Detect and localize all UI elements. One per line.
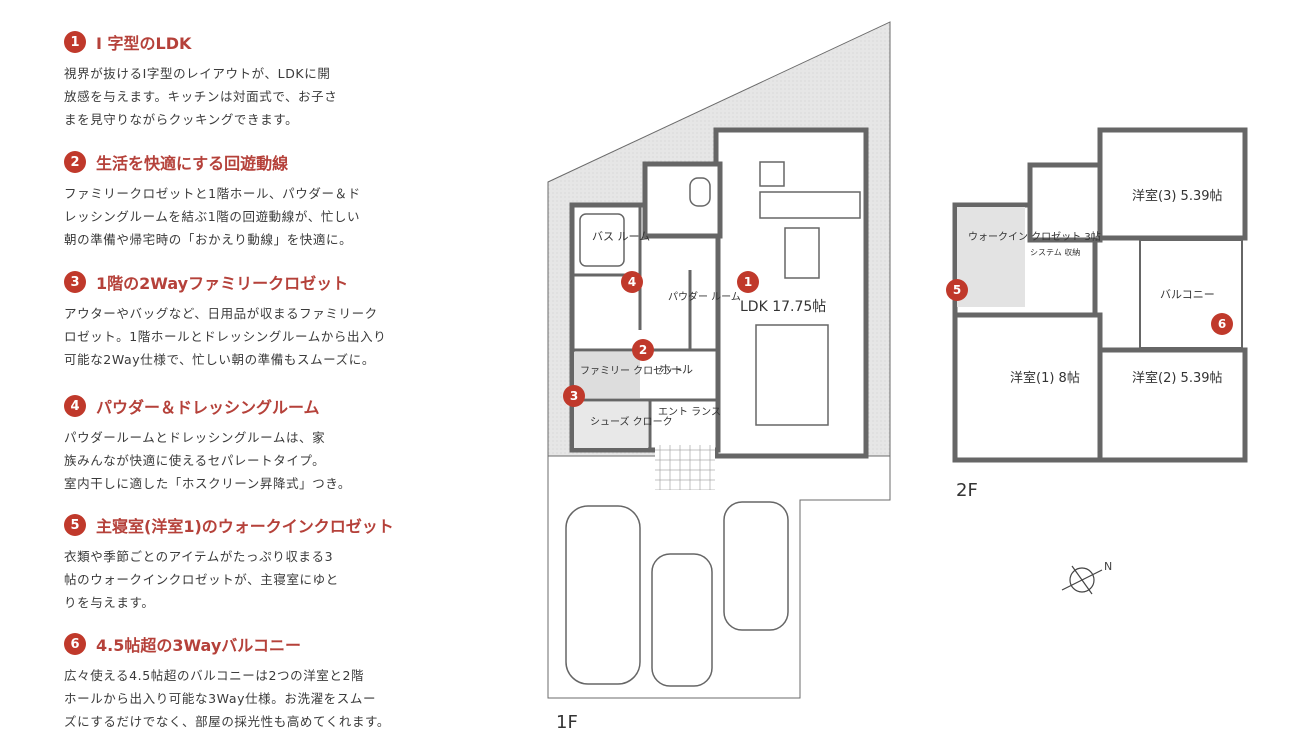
feature-text: 放感を与えます。キッチンは対面式で、お子さ bbox=[64, 89, 338, 104]
feature-text: レッシングルームを結ぶ1階の回遊動線が、忙しい bbox=[64, 209, 361, 224]
shoes-label: シューズ クローク bbox=[590, 415, 673, 428]
fridge bbox=[759, 161, 785, 187]
feature-2: 2 生活を快適にする回遊動線 ファミリークロゼットと1階ホール、パウダー＆ドレッシ… bbox=[64, 148, 464, 251]
feature-text: 朝の準備や帰宅時の「おかえり動線」を快適に。 bbox=[64, 232, 353, 247]
feature-text: 視界が抜けるI字型のレイアウトが、LDKに開 bbox=[64, 66, 331, 81]
bathtub bbox=[579, 213, 625, 267]
sofa bbox=[755, 324, 829, 426]
feature-number: 3 bbox=[64, 271, 86, 293]
marker-1: 1 bbox=[737, 271, 759, 293]
feature-text: 衣類や季節ごとのアイテムがたっぷり収まる3 bbox=[64, 549, 334, 564]
car bbox=[651, 553, 713, 687]
car bbox=[565, 505, 641, 685]
room3-label: 洋室(3) 5.39帖 bbox=[1132, 188, 1223, 204]
feature-title: 主寝室(洋室1)のウォークインクロゼット bbox=[96, 517, 394, 536]
shoes-cloak-area bbox=[574, 402, 648, 448]
marker-2: 2 bbox=[632, 339, 654, 361]
feature-text: 族みんなが快適に使えるセパレートタイプ。 bbox=[64, 453, 326, 468]
marker-1-text: 1 bbox=[744, 275, 752, 289]
marker-6: 6 bbox=[1211, 313, 1233, 335]
entrance-tiles bbox=[655, 445, 715, 490]
kitchen-counter bbox=[759, 191, 861, 219]
feature-title: パウダー＆ドレッシングルーム bbox=[96, 398, 320, 417]
floor2-label: 2F bbox=[956, 480, 978, 501]
feature-text: まを見守りながらクッキングできます。 bbox=[64, 112, 299, 127]
feature-3: 3 1階の2Wayファミリークロゼット アウターやバッグなど、日用品が収まるファミ… bbox=[64, 268, 464, 371]
plan-markers: 1 2 3 4 5 6 bbox=[563, 271, 1233, 407]
car bbox=[723, 501, 789, 631]
feature-text: ファミリークロゼットと1階ホール、パウダー＆ド bbox=[64, 186, 361, 201]
feature-text: 可能な2Way仕様で、忙しい朝の準備もスムーズに。 bbox=[64, 352, 375, 367]
cars bbox=[565, 501, 789, 687]
feature-text: 広々使える4.5帖超のバルコニーは2つの洋室と2階 bbox=[64, 668, 365, 683]
feature-text: アウターやバッグなど、日用品が収まるファミリーク bbox=[64, 306, 378, 321]
feature-title: I 字型のLDK bbox=[96, 34, 192, 53]
feature-text: ロゼット。1階ホールとドレッシングルームから出入り bbox=[64, 329, 387, 344]
feature-number: 5 bbox=[64, 514, 86, 536]
feature-text: 帖のウォークインクロゼットが、主寝室にゆと bbox=[64, 572, 339, 587]
marker-3-text: 3 bbox=[570, 389, 578, 403]
ldk-label: LDK 17.75帖 bbox=[740, 299, 826, 315]
balcony-label: バルコニー bbox=[1160, 288, 1215, 301]
room1-label: 洋室(1) 8帖 bbox=[1010, 370, 1080, 386]
feature-text: ズにするだけでなく、部屋の採光性も高めてくれます。 bbox=[64, 714, 391, 729]
marker-5: 5 bbox=[946, 279, 968, 301]
marker-4-text: 4 bbox=[628, 275, 636, 289]
feature-text: パウダールームとドレッシングルームは、家 bbox=[64, 430, 326, 445]
room2-label: 洋室(2) 5.39帖 bbox=[1132, 370, 1223, 386]
compass-n-label: N bbox=[1104, 560, 1112, 573]
feature-title: 4.5帖超の3Wayバルコニー bbox=[96, 636, 301, 655]
entrance-label: エント ランス bbox=[658, 406, 721, 418]
powder-label: パウダー ルーム bbox=[668, 290, 741, 303]
feature-title: 1階の2Wayファミリークロゼット bbox=[96, 274, 349, 293]
feature-text: りを与えます。 bbox=[64, 595, 155, 610]
feature-number: 2 bbox=[64, 151, 86, 173]
marker-3: 3 bbox=[563, 385, 585, 407]
marker-4: 4 bbox=[621, 271, 643, 293]
feature-number: 1 bbox=[64, 31, 86, 53]
feature-5: 5 主寝室(洋室1)のウォークインクロゼット 衣類や季節ごとのアイテムがたっぷり収… bbox=[64, 511, 464, 614]
feature-number: 6 bbox=[64, 633, 86, 655]
system-label: システム 収納 bbox=[1030, 247, 1080, 257]
marker-2-text: 2 bbox=[639, 343, 647, 357]
feature-number: 4 bbox=[64, 395, 86, 417]
feature-4: 4 パウダー＆ドレッシングルーム パウダールームとドレッシングルームは、家族みんな… bbox=[64, 392, 464, 495]
family-closet-label: ファミリー クロゼット bbox=[580, 365, 683, 377]
bath-label: バス ルーム bbox=[592, 230, 650, 243]
floor1-label: 1F bbox=[556, 712, 578, 733]
hall-label: ホール bbox=[660, 363, 693, 376]
feature-text: 室内干しに適した「ホスクリーン昇降式」つき。 bbox=[64, 476, 351, 491]
walkin-closet-area bbox=[957, 207, 1025, 307]
walkin-label: ウォークイン クロゼット 3帖 bbox=[968, 230, 1101, 243]
feature-text: ホールから出入り可能な3Way仕様。お洗濯をスムー bbox=[64, 691, 377, 706]
marker-5-text: 5 bbox=[953, 283, 961, 297]
family-closet-area bbox=[574, 352, 640, 398]
marker-6-text: 6 bbox=[1218, 317, 1226, 331]
feature-6: 6 4.5帖超の3Wayバルコニー 広々使える4.5帖超のバルコニーは2つの洋室と… bbox=[64, 630, 464, 733]
compass-icon bbox=[1061, 565, 1103, 595]
dining-table bbox=[784, 227, 820, 279]
feature-1: 1 I 字型のLDK 視界が抜けるI字型のレイアウトが、LDKに開放感を与えます。… bbox=[64, 28, 464, 131]
toilet-1f bbox=[689, 177, 711, 207]
feature-title: 生活を快適にする回遊動線 bbox=[96, 154, 289, 173]
